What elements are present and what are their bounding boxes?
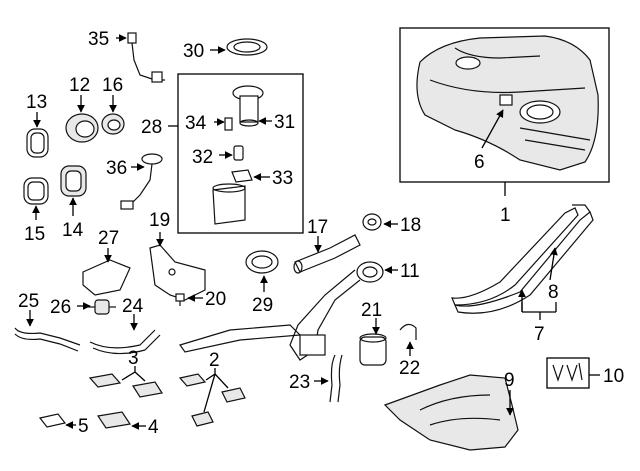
label-21: 21 [361, 300, 382, 321]
label-34: 34 [185, 113, 207, 134]
fuel-pump-inset-frame [177, 73, 304, 234]
label-28: 28 [141, 117, 162, 138]
label-20: 20 [205, 289, 226, 310]
fuel-pump-31 [232, 85, 264, 127]
ring-13 [26, 128, 49, 158]
sender-36 [120, 153, 163, 210]
label-2: 2 [209, 350, 220, 371]
label-5: 5 [78, 416, 89, 437]
ring-15 [23, 177, 49, 205]
heat-shield [383, 374, 519, 451]
bracket-19 [149, 244, 206, 301]
label-1: 1 [500, 205, 511, 226]
label-33: 33 [272, 168, 293, 189]
label-17: 17 [307, 217, 328, 238]
label-14: 14 [62, 220, 84, 241]
canister [359, 333, 387, 366]
pad-4 [96, 411, 132, 429]
label-26: 26 [50, 297, 71, 318]
label-36: 36 [106, 158, 127, 179]
label-24: 24 [122, 296, 144, 317]
hose-23 [329, 354, 343, 403]
hose-25 [14, 327, 81, 352]
clips-box [546, 357, 590, 389]
ring-12 [65, 113, 99, 143]
fuel-tank [416, 35, 599, 171]
label-18: 18 [400, 215, 421, 236]
clips [552, 362, 583, 382]
tank-straps [451, 204, 594, 314]
pump-part-34 [224, 117, 233, 131]
bolt-20 [175, 293, 185, 306]
label-25: 25 [18, 291, 39, 312]
bracket-27 [82, 259, 131, 296]
label-9: 9 [504, 370, 515, 391]
label-19: 19 [149, 210, 170, 231]
label-35: 35 [88, 29, 109, 50]
pads-2 [178, 373, 246, 427]
pump-housing [212, 183, 246, 225]
ring-14 [60, 165, 87, 197]
label-3: 3 [128, 348, 139, 369]
label-6: 6 [474, 152, 485, 173]
label-32: 32 [192, 147, 213, 168]
label-12: 12 [69, 75, 90, 96]
label-29: 29 [252, 295, 273, 316]
label-31: 31 [274, 112, 295, 133]
label-16: 16 [102, 75, 123, 96]
pad-5 [38, 413, 67, 428]
label-7: 7 [534, 324, 545, 345]
valve-26 [88, 299, 116, 315]
sender-35 [127, 32, 165, 83]
label-8: 8 [548, 282, 559, 303]
hose-24 [89, 329, 161, 355]
label-15: 15 [24, 224, 45, 245]
filter-32 [233, 145, 244, 161]
gasket-30 [226, 38, 268, 56]
label-4: 4 [148, 417, 159, 438]
label-30: 30 [183, 41, 204, 62]
pads-3 [88, 373, 163, 398]
filler-neck [179, 261, 384, 361]
lock-ring-29 [245, 250, 279, 274]
pump-part-33 [231, 169, 253, 183]
filler-hose [293, 234, 361, 274]
label-10: 10 [603, 366, 624, 387]
label-22: 22 [399, 358, 420, 379]
ring-16 [101, 113, 125, 135]
hose-22 [399, 323, 417, 340]
label-27: 27 [98, 228, 119, 249]
label-11: 11 [400, 261, 420, 282]
fuel-cap [362, 213, 382, 231]
label-13: 13 [26, 92, 47, 113]
label-23: 23 [289, 372, 310, 393]
